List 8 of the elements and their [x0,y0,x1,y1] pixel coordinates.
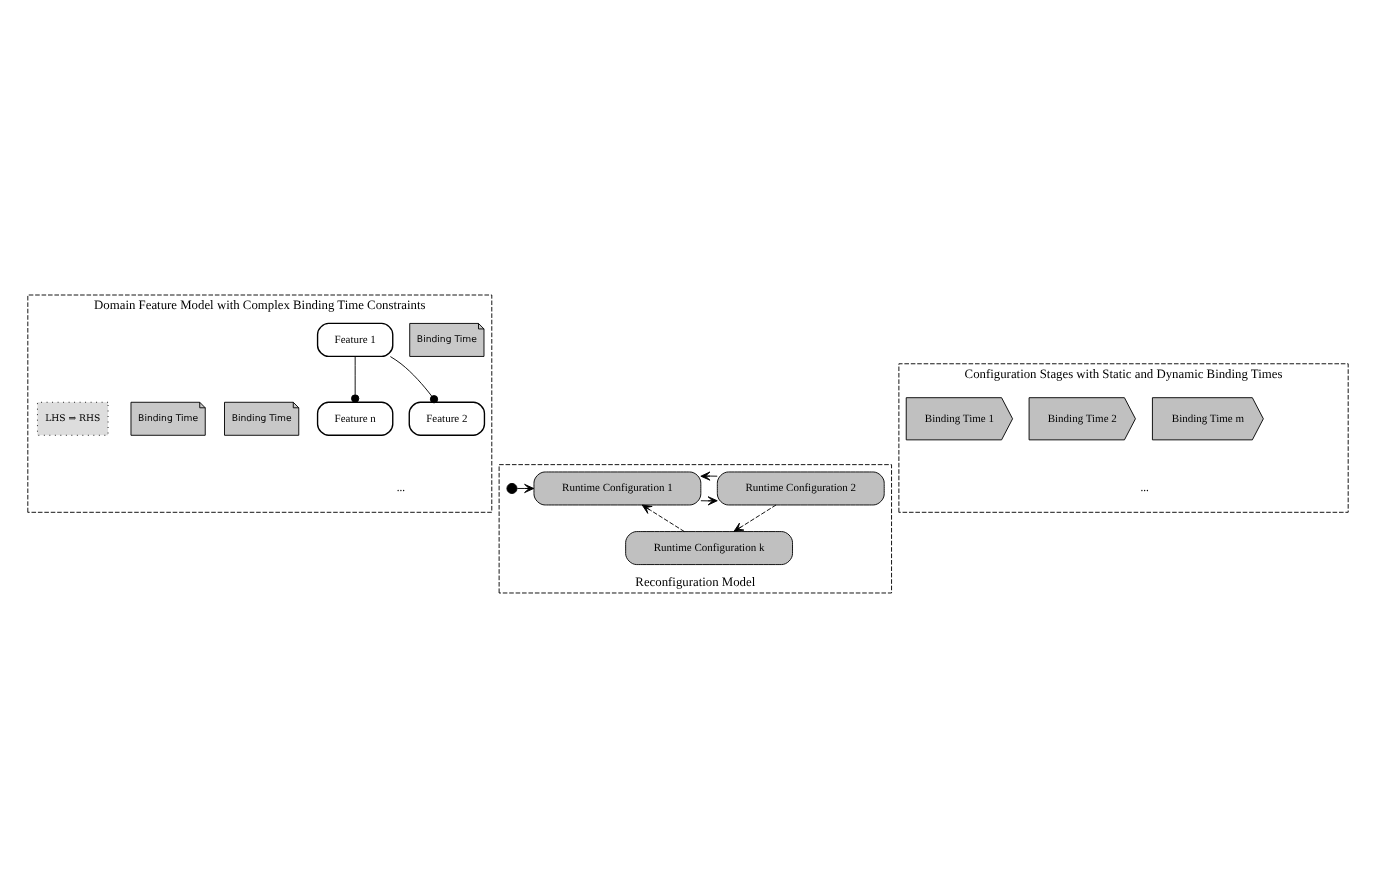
arrow [516,483,535,494]
arrow [700,471,718,481]
arrow [733,504,777,532]
connector [389,356,439,404]
node-circle [506,482,518,494]
arrow [700,496,718,506]
arrow [641,504,685,532]
connector [351,356,360,403]
